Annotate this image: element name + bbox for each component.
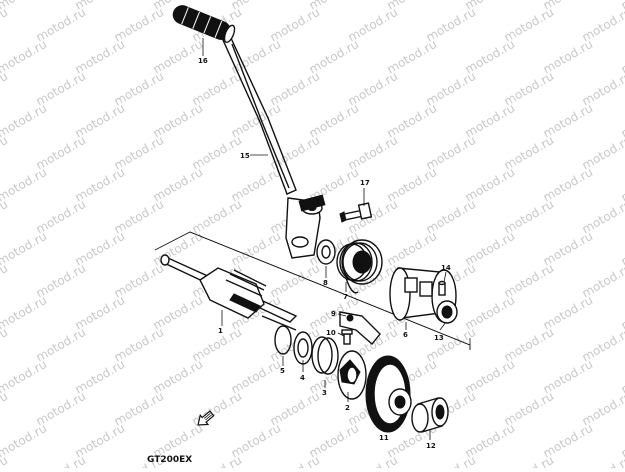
watermark-text: motod.ru xyxy=(424,453,479,468)
part-label-9: 9 xyxy=(331,310,336,318)
part-label-6: 6 xyxy=(403,331,408,339)
part-label-4: 4 xyxy=(300,374,305,382)
watermark-text: motod.ru xyxy=(0,293,49,333)
bolt-10 xyxy=(342,330,352,344)
watermark-text: motod.ru xyxy=(502,453,557,468)
part-label-5: 5 xyxy=(280,367,285,375)
bushing-12 xyxy=(412,398,448,432)
watermark-text: motod.ru xyxy=(0,69,10,109)
watermark-text: motod.ru xyxy=(0,101,49,141)
part-label-10: 10 xyxy=(326,329,336,337)
part-label-17: 17 xyxy=(360,179,370,187)
watermark-text: motod.ru xyxy=(0,229,49,269)
watermark-text: motod.ru xyxy=(346,453,401,468)
part-label-11: 11 xyxy=(379,434,389,442)
watermark-text: motod.ru xyxy=(0,261,10,301)
watermark-text: motod.ru xyxy=(0,165,49,205)
watermark-text: motod.ru xyxy=(0,357,49,397)
watermark-text: motod.ru xyxy=(0,325,10,365)
part-label-3: 3 xyxy=(322,389,327,397)
watermark-text: motod.ru xyxy=(0,133,10,173)
diagram-code: GT200EX xyxy=(147,455,192,465)
part-label-12: 12 xyxy=(426,442,436,450)
part-label-15: 15 xyxy=(240,152,250,160)
washer-4 xyxy=(294,332,312,364)
part-label-7: 7 xyxy=(343,293,348,301)
watermark-text: motod.ru xyxy=(0,389,10,429)
part-label-13: 13 xyxy=(434,334,444,342)
watermark-text: motod.ru xyxy=(34,453,89,468)
washer-8 xyxy=(317,240,335,264)
spring-guide xyxy=(390,268,457,323)
part-label-8: 8 xyxy=(323,279,328,287)
watermark-text: motod.ru xyxy=(0,37,49,77)
pin-14 xyxy=(439,282,445,296)
watermark-text: motod.ru xyxy=(190,453,245,468)
part-label-16: 16 xyxy=(198,57,208,65)
part-label-1: 1 xyxy=(218,327,223,335)
watermark-text: motod.ru xyxy=(0,5,10,45)
watermark-text: motod.ru xyxy=(0,0,49,13)
idle-gear-11 xyxy=(366,356,411,432)
watermark-text: motod.ru xyxy=(0,421,49,461)
watermark-text: motod.ru xyxy=(268,453,323,468)
drive-gear-2 xyxy=(338,351,366,399)
watermark-text: motod.ru xyxy=(580,453,625,468)
watermark-text: motod.ru xyxy=(0,197,10,237)
part-label-14: 14 xyxy=(441,264,451,272)
part-label-2: 2 xyxy=(345,404,350,412)
